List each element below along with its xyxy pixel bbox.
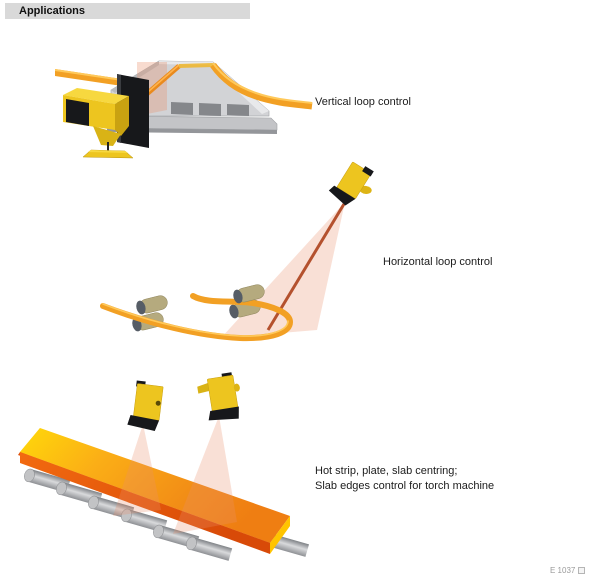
- loop-bridge-graphic: [106, 60, 278, 134]
- figure-link-icon[interactable]: [578, 567, 586, 574]
- figure-reference-number: E 1037: [550, 566, 576, 575]
- horizontal-loop-illustration: [100, 161, 374, 342]
- slab-label-line2: Slab edges control for torch machine: [315, 480, 495, 492]
- camera-lens: [127, 414, 160, 432]
- camera-lens: [328, 185, 356, 206]
- horizontal-loop-label: Horizontal loop control: [383, 256, 493, 268]
- scan-fan-graphic: [221, 202, 345, 338]
- slab-centring-label: Hot strip, plate, slab centring; Slab ed…: [315, 464, 494, 494]
- camera-graphic: [63, 88, 134, 159]
- vertical-loop-illustration: [55, 60, 313, 159]
- camera-graphic: [328, 161, 374, 206]
- vertical-loop-label: Vertical loop control: [315, 96, 411, 108]
- figure-reference: E 1037: [550, 566, 586, 575]
- pinch-roll-graphic: [136, 295, 168, 315]
- strip-entry-graphic: [55, 69, 122, 86]
- camera-graphic: [127, 380, 164, 432]
- section-title: Applications: [19, 5, 86, 17]
- pinch-roll-graphic: [233, 284, 265, 304]
- hot-strip-graphic: [18, 428, 290, 554]
- scan-fan-graphic: [113, 424, 161, 516]
- camera-lens: [66, 99, 89, 126]
- scan-fan-graphic: [173, 416, 237, 534]
- camera-lens: [208, 406, 239, 421]
- section-header-bar: Applications: [5, 3, 250, 19]
- slab-label-line1: Hot strip, plate, slab centring;: [315, 465, 458, 477]
- roller-table-graphic: [24, 468, 310, 561]
- strip-exit-graphic: [210, 62, 313, 110]
- camera-graphic: [197, 372, 240, 421]
- slab-centring-illustration: [18, 372, 310, 561]
